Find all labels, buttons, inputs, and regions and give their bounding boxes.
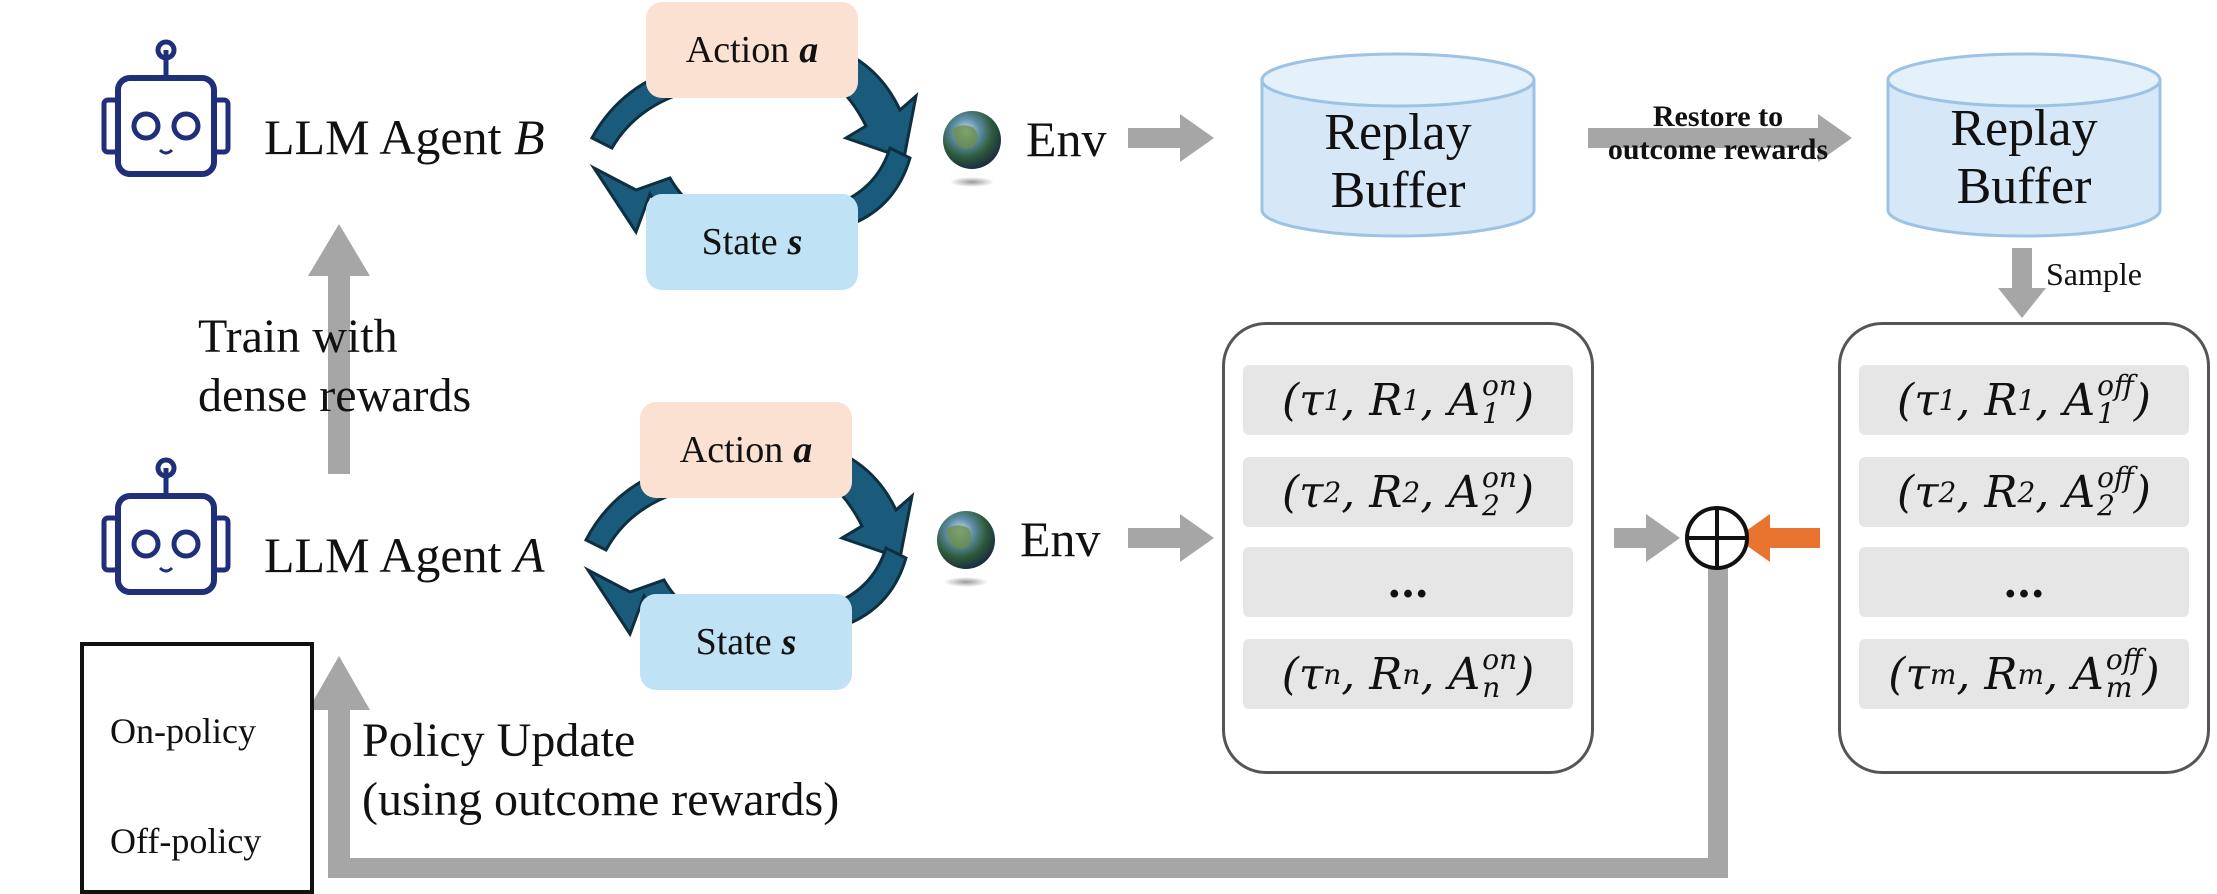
arrow-restore [1588,114,1852,162]
train-label: Train with dense rewards [198,310,472,422]
robot-icon [101,457,231,595]
trajectory-row-ellipsis: … [1243,547,1573,617]
arrow-env-to-panel [1128,514,1214,562]
sample-label: Sample [2046,256,2142,292]
database-icon [1886,52,2162,238]
legend-off-policy-label: Off-policy [110,821,262,861]
arrow-panel-to-combine [1614,514,1680,562]
database-icon [1260,52,1536,238]
trajectory-row-ellipsis: … [1859,547,2189,617]
env-label-bottom: Env [1020,511,1101,567]
arrow-train-up [308,224,370,474]
cycle-arrow-icon [589,56,919,236]
globe-icon [943,111,1001,187]
arrow-offpolicy-to-combine [1736,514,1820,562]
replay-buffer-right-label: Replay Buffer [1950,100,2098,216]
policy-update-label: Policy Update (using outcome rewards) [362,714,840,826]
agent-a-label: LLM Agent A [264,527,545,583]
env-label-top: Env [1026,111,1107,167]
arrow-sample [1998,248,2046,318]
arrow-env-to-buffer [1128,114,1214,162]
globe-icon [937,511,995,587]
replay-buffer-left-label: Replay Buffer [1324,104,1472,220]
agent-b-label: LLM Agent B [264,109,545,165]
circled-plus-icon [1685,506,1749,570]
legend: On-policy Off-policy [80,642,314,894]
on-policy-arrows [308,114,2046,878]
restore-label: Restore to outcome rewards [1607,100,1829,166]
legend-on-policy-label: On-policy [110,711,256,751]
robot-icon [101,39,231,177]
